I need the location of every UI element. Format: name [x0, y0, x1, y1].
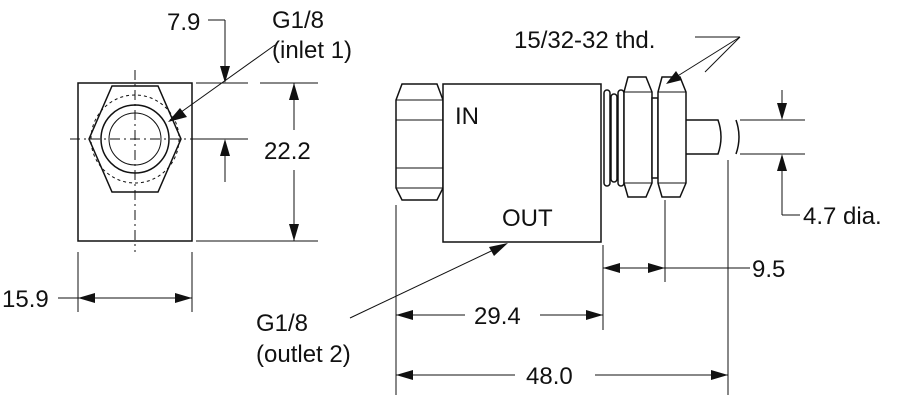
- overall-length-label: 48.0: [526, 363, 573, 390]
- outlet-callout-line1: G1/8: [256, 310, 308, 337]
- shaft-diameter-label: 4.7 dia.: [803, 203, 882, 230]
- dimension-body-length: 29.4: [395, 205, 603, 395]
- actuator-shaft: [686, 119, 722, 155]
- body-length-label: 29.4: [474, 303, 521, 330]
- callout-thread: 15/32-32 thd.: [514, 27, 741, 84]
- mounting-nut: [657, 76, 687, 198]
- side-view: IN OUT: [395, 76, 740, 243]
- hex-nut-end-view: [88, 85, 182, 193]
- dimension-shaft-diameter: 4.7 dia.: [740, 90, 882, 230]
- dimension-thread-length: 9.5: [602, 200, 785, 330]
- callout-outlet: G1/8 (outlet 2): [256, 243, 508, 368]
- inlet-callout-line1: G1/8: [272, 7, 324, 34]
- outlet-callout-line2: (outlet 2): [256, 341, 351, 368]
- port-offset-label: 7.9: [167, 9, 200, 36]
- thread-callout-label: 15/32-32 thd.: [514, 27, 655, 54]
- washer: [617, 89, 625, 187]
- dimension-body-height: 22.2: [196, 82, 318, 242]
- dimension-overall-length: 48.0: [396, 160, 729, 395]
- end-view-body-outline: [77, 82, 193, 242]
- inlet-hex-fitting: [395, 83, 444, 201]
- jam-nut: [623, 76, 653, 198]
- washer: [603, 89, 611, 187]
- body-height-label: 22.2: [264, 138, 311, 165]
- body-width-label: 15.9: [2, 286, 49, 313]
- in-label: IN: [455, 103, 479, 130]
- end-view: [70, 70, 210, 252]
- valve-body: [442, 83, 602, 243]
- thread-length-label: 9.5: [752, 256, 785, 283]
- out-label: OUT: [502, 205, 553, 232]
- dimension-port-offset: 7.9: [167, 9, 248, 182]
- callout-inlet: G1/8 (inlet 1): [168, 7, 352, 122]
- inlet-callout-line2: (inlet 1): [272, 37, 352, 64]
- threaded-stem: [651, 97, 659, 179]
- washer: [610, 93, 618, 183]
- dimension-body-width: 15.9: [2, 252, 193, 313]
